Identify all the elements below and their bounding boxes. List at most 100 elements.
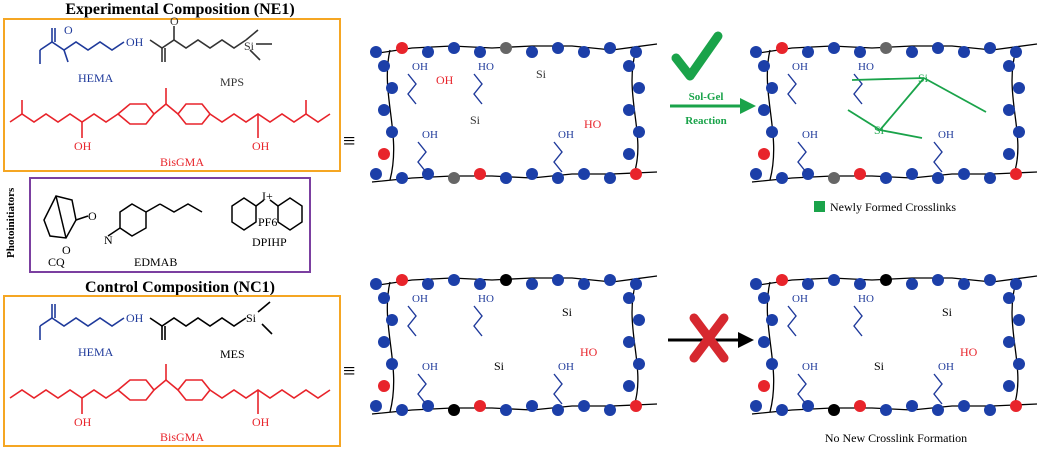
network-bead [958,400,970,412]
chain-right [1011,277,1019,407]
mes-label: MES [220,347,245,361]
network-bead [604,172,616,184]
chain-right [631,45,639,175]
cq-o2: O [62,243,71,257]
dpihp-pf6: PF6 [258,215,277,229]
network-bead [932,172,944,184]
network-bead [386,314,398,326]
network-bead [932,404,944,416]
network-bead [854,46,866,58]
network-bead [984,42,996,54]
hema-pendant [933,373,943,405]
network-bead [633,314,645,326]
blocked-arrowhead-icon [738,332,754,348]
network-bead [906,400,918,412]
edmab-label: EDMAB [134,255,177,269]
network-bead [448,404,460,416]
network-bead [578,278,590,290]
network-bead [906,278,918,290]
bisgma-label-bottom: BisGMA [160,430,204,444]
network-bead [370,400,382,412]
network-bead [776,42,788,54]
network-bead [1003,60,1015,72]
network-bead [633,82,645,94]
network-bead [984,404,996,416]
network-bead [1003,104,1015,116]
network-bead [1013,358,1025,370]
hema-pendant [853,73,863,105]
photoinitiators-side-label: Photoinitiators [5,187,17,258]
network-bead [828,42,840,54]
network-bead [396,42,408,54]
hema-label-bottom: HEMA [78,345,114,359]
network-bead [474,46,486,58]
bisgma-hydroxyl: HO [580,345,598,359]
network-bead [623,60,635,72]
checkmark-icon [671,31,723,81]
network-bead [758,380,770,392]
network-bead [854,400,866,412]
network-bead [828,404,840,416]
photoinitiators-box [29,177,311,273]
new-crosslink [923,77,987,113]
new-crosslink [879,77,925,131]
network-bead [758,148,770,160]
network-bead [604,274,616,286]
network-bead [623,292,635,304]
network-bead [378,104,390,116]
network-bead [1013,126,1025,138]
pendant-oh: OH [558,361,574,373]
hema-pendant [473,73,483,105]
pendant-oh: OH [422,129,438,141]
bisgma-structure-bottom [9,364,331,414]
network-bead [1013,314,1025,326]
dpihp-label: DPIHP [252,235,287,249]
network-bead [396,404,408,416]
backbone-bottom [371,403,658,415]
network-bead [552,274,564,286]
hema-pendant [553,141,563,173]
network-bead [776,404,788,416]
network-bead [526,46,538,58]
network-bead [578,168,590,180]
network-bead [386,358,398,370]
network-bead [828,172,840,184]
network-bead [378,60,390,72]
network-bead [500,42,512,54]
legend-swatch [814,201,825,212]
network-bead [766,82,778,94]
network-bead [526,168,538,180]
network-bead [1010,278,1022,290]
cq-structure [43,195,89,239]
network-bead [623,336,635,348]
chain-right [1011,45,1019,175]
network-bead [633,358,645,370]
network-bead [630,168,642,180]
hema-pendant [797,373,807,405]
network-bead [448,172,460,184]
network-bead [1003,148,1015,160]
network-bead [448,42,460,54]
network-bead [958,168,970,180]
hema-structure-top [39,28,125,64]
mes-si-label: Si [246,311,257,325]
network-bead [578,400,590,412]
legend-text: Newly Formed Crosslinks [830,200,956,214]
new-crosslink [847,109,881,131]
bottom-caption: No New Crosslink Formation [825,431,967,445]
network-bead [370,168,382,180]
experimental-title: Experimental Composition (NE1) [65,1,294,18]
network-bead [422,278,434,290]
mps-label: MPS [220,75,244,89]
network-bead [750,278,762,290]
pendant-oh: OH [938,129,954,141]
network-bead [526,400,538,412]
dpihp-structure [231,197,303,231]
equiv-symbol-bottom: ≡ [343,358,355,383]
bisgma-hydroxyl: HO [584,117,602,131]
network-bead [474,278,486,290]
network-bead [984,274,996,286]
new-crosslink [851,77,925,81]
